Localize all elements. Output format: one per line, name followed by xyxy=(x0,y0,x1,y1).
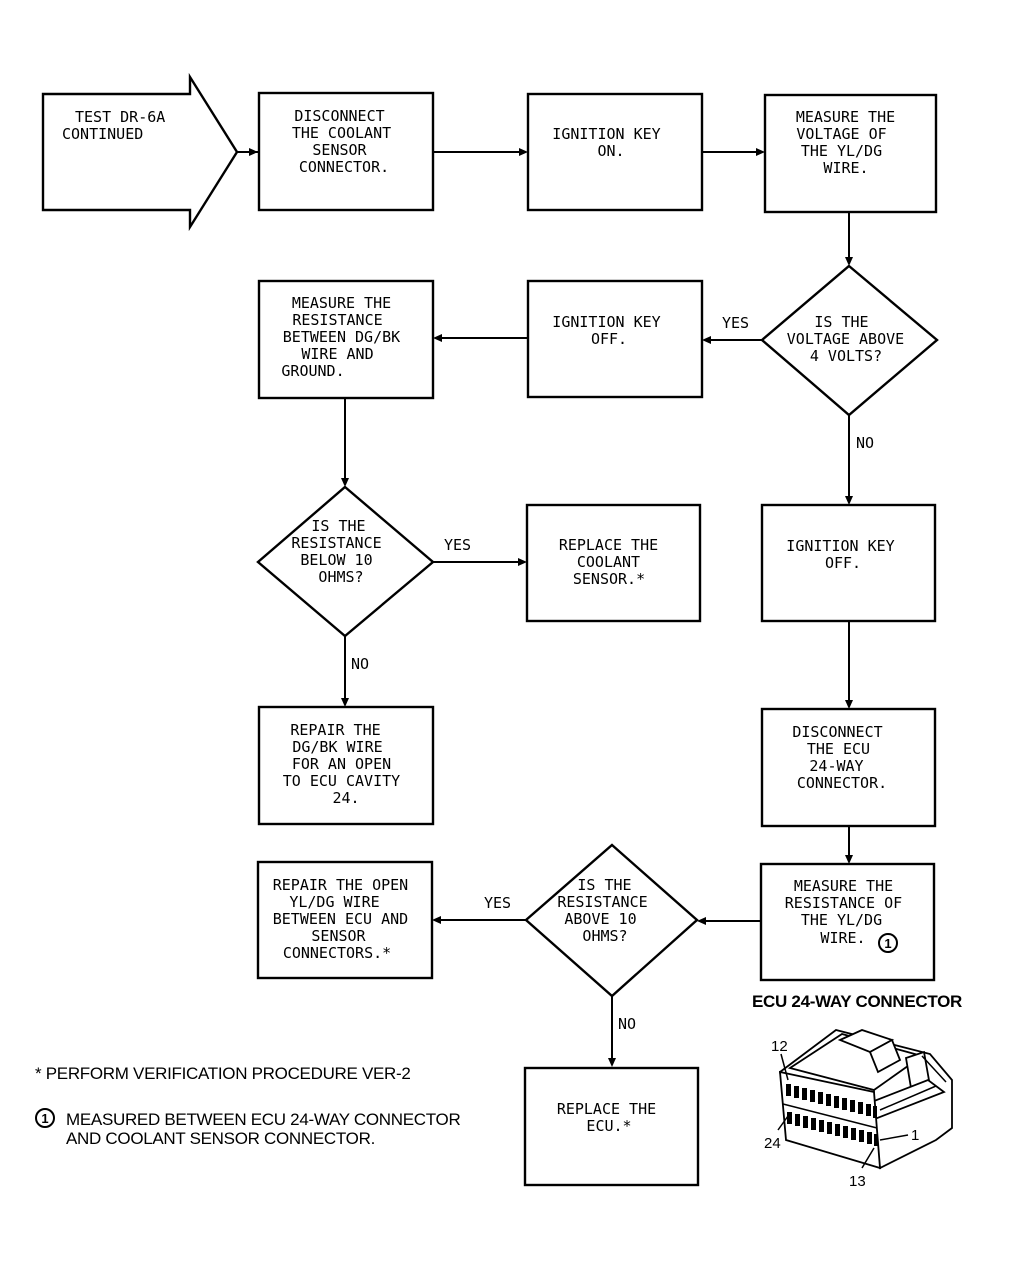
arrow-heads xyxy=(249,148,853,1067)
disconnect-coolant-text: DISCONNECT THE COOLANT SENSOR CONNECTOR. xyxy=(292,107,400,176)
cavity-row-lower xyxy=(787,1112,878,1146)
note-measured-line2: AND COOLANT SENSOR CONNECTOR. xyxy=(66,1129,375,1148)
process-measure-resistance-yldg: MEASURE THE RESISTANCE OF THE YL/DG WIRE… xyxy=(759,862,936,982)
measure-resistance-yldg-text: MEASURE THE RESISTANCE OF THE YL/DG WIRE… xyxy=(785,877,911,947)
decision-resistance-below-text: IS THE RESISTANCE BELOW 10 OHMS? xyxy=(291,517,390,586)
start-block: TEST DR-6A CONTINUED xyxy=(41,72,239,232)
process-replace-sensor: REPLACE THE COOLANT SENSOR.* xyxy=(525,503,702,623)
decision-voltage-above-text: IS THE VOLTAGE ABOVE 4 VOLTS? xyxy=(787,313,913,365)
measure-voltage-text: MEASURE THE VOLTAGE OF THE YL/DG WIRE. xyxy=(796,108,904,177)
footnote-1-marker xyxy=(878,933,898,953)
no-label-resistance-above: NO xyxy=(618,1015,636,1033)
connector-drawing xyxy=(777,1029,953,1170)
disconnect-ecu-text: DISCONNECT THE ECU 24-WAY CONNECTOR. xyxy=(792,723,891,792)
process-ignition-off-1: IGNITION KEY OFF. xyxy=(526,279,704,399)
note-verification: * PERFORM VERIFICATION PROCEDURE VER-2 xyxy=(35,1064,411,1083)
process-disconnect-coolant: DISCONNECT THE COOLANT SENSOR CONNECTOR. xyxy=(257,91,435,212)
yes-label-voltage: YES xyxy=(722,314,749,332)
repair-yldg-text: REPAIR THE OPEN YL/DG WIRE BETWEEN ECU A… xyxy=(273,876,418,962)
replace-ecu-text: REPLACE THE ECU.* xyxy=(557,1100,665,1135)
cavity-row-upper xyxy=(786,1084,877,1118)
footnote-1-marker-text: 1 xyxy=(884,936,891,951)
process-measure-resistance-dgbk: MEASURE THE RESISTANCE BETWEEN DG/BK WIR… xyxy=(257,279,435,400)
yes-label-resistance-above: YES xyxy=(484,894,511,912)
ignition-off-2-text: IGNITION KEY OFF. xyxy=(786,537,903,572)
process-replace-ecu: REPLACE THE ECU.* xyxy=(523,1066,700,1187)
no-label-voltage: NO xyxy=(856,434,874,452)
process-repair-yldg: REPAIR THE OPEN YL/DG WIRE BETWEEN ECU A… xyxy=(256,860,434,980)
process-ignition-off-2: IGNITION KEY OFF. xyxy=(760,503,937,623)
pin-label-12: 12 xyxy=(771,1038,788,1055)
pin-label-24: 24 xyxy=(764,1135,781,1152)
ignition-off-1-text: IGNITION KEY OFF. xyxy=(552,313,669,348)
decision-resistance-below: IS THE RESISTANCE BELOW 10 OHMS? xyxy=(256,485,435,638)
process-repair-dgbk: REPAIR THE DG/BK WIRE FOR AN OPEN TO ECU… xyxy=(257,705,435,826)
notes: * PERFORM VERIFICATION PROCEDURE VER-2 1… xyxy=(35,1064,461,1148)
ecu-connector-title: ECU 24-WAY CONNECTOR xyxy=(752,992,962,1011)
connector-lines xyxy=(237,151,850,1059)
start-text: TEST DR-6A CONTINUED xyxy=(62,108,174,143)
note-circle-1-marker-text: 1 xyxy=(41,1111,48,1126)
decision-resistance-above-text: IS THE RESISTANCE ABOVE 10 OHMS? xyxy=(557,876,656,945)
yes-label-resistance-below: YES xyxy=(444,536,471,554)
no-label-resistance-below: NO xyxy=(351,655,369,673)
ecu-connector-illustration: ECU 24-WAY CONNECTOR xyxy=(752,992,962,1190)
repair-dgbk-text: REPAIR THE DG/BK WIRE FOR AN OPEN TO ECU… xyxy=(283,721,409,807)
branch-labels: YES NO YES NO YES NO xyxy=(351,314,874,1033)
process-ignition-on: IGNITION KEY ON. xyxy=(526,92,704,212)
decision-resistance-above: IS THE RESISTANCE ABOVE 10 OHMS? xyxy=(524,843,699,998)
note-circle-1-marker xyxy=(35,1108,55,1128)
process-disconnect-ecu: DISCONNECT THE ECU 24-WAY CONNECTOR. xyxy=(760,707,937,828)
measure-resistance-dgbk-text: MEASURE THE RESISTANCE BETWEEN DG/BK WIR… xyxy=(281,294,409,380)
decision-voltage-above: IS THE VOLTAGE ABOVE 4 VOLTS? xyxy=(760,264,939,417)
pin-label-1: 1 xyxy=(911,1127,919,1144)
ignition-on-text: IGNITION KEY ON. xyxy=(552,125,669,160)
note-measured-line1: MEASURED BETWEEN ECU 24-WAY CONNECTOR xyxy=(66,1110,460,1129)
process-measure-voltage: MEASURE THE VOLTAGE OF THE YL/DG WIRE. xyxy=(763,93,938,214)
replace-sensor-text: REPLACE THE COOLANT SENSOR.* xyxy=(559,536,667,588)
pin-label-13: 13 xyxy=(849,1173,866,1190)
